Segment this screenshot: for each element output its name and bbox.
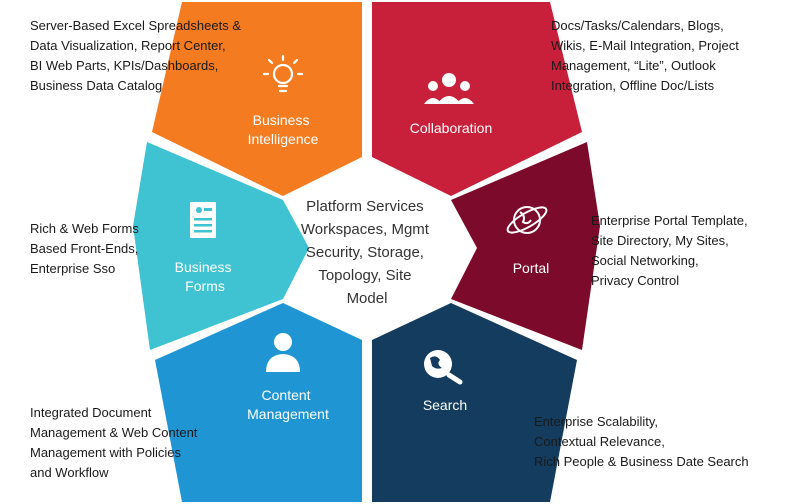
segment-search bbox=[372, 303, 577, 502]
lightbulb-icon bbox=[262, 54, 304, 93]
people-group-icon bbox=[424, 73, 474, 104]
segment-business-forms bbox=[133, 142, 309, 350]
segment-collaboration bbox=[372, 2, 582, 196]
label-business-forms: Business Forms bbox=[175, 259, 236, 294]
description-collaboration: Docs/Tasks/Calendars, Blogs, Wikis, E-Ma… bbox=[551, 18, 739, 93]
description-business-forms: Rich & Web Forms Based Front-Ends, Enter… bbox=[30, 221, 139, 276]
globe-orbit-icon bbox=[506, 206, 548, 234]
segment-content-management bbox=[155, 303, 362, 502]
center-platform-services: Platform Services Workspaces, Mgmt Secur… bbox=[301, 198, 433, 307]
magnifier-globe-icon bbox=[424, 350, 463, 385]
description-portal: Enterprise Portal Template, Site Directo… bbox=[591, 213, 748, 288]
segment-portal bbox=[451, 142, 600, 350]
person-icon bbox=[266, 333, 300, 372]
label-portal: Portal bbox=[513, 260, 550, 276]
description-business-intelligence: Server-Based Excel Spreadsheets & Data V… bbox=[30, 18, 241, 93]
label-collaboration: Collaboration bbox=[410, 120, 493, 136]
description-search: Enterprise Scalability, Contextual Relev… bbox=[534, 414, 749, 469]
label-content-management: Content Management bbox=[247, 387, 329, 422]
form-document-icon bbox=[190, 202, 216, 238]
segment-business-intelligence bbox=[152, 2, 362, 196]
description-content-management: Integrated Document Management & Web Con… bbox=[30, 405, 198, 480]
label-search: Search bbox=[423, 397, 467, 413]
label-business-intelligence: Business Intelligence bbox=[248, 112, 319, 147]
